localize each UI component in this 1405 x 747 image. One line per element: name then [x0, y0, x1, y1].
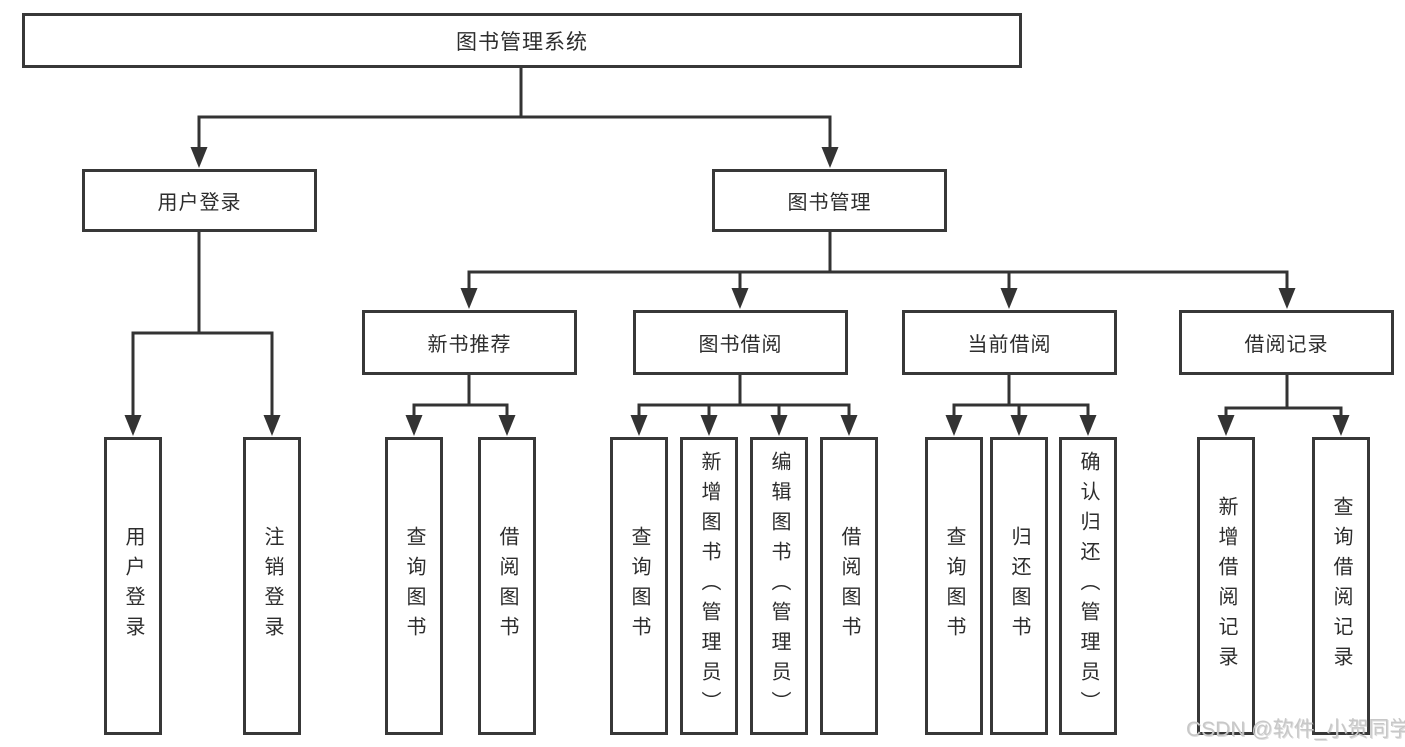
leaf-borrowing-edit-books-label: 编辑图书（管理员） [768, 451, 790, 721]
leaf-current-confirm-return: 确认归还（管理员） [1059, 437, 1117, 735]
node-root: 图书管理系统 [22, 13, 1022, 68]
leaf-records-query-record-label: 查询借阅记录 [1330, 496, 1352, 676]
leaf-borrowing-add-books-label: 新增图书（管理员） [698, 451, 720, 721]
leaf-borrowing-query-books: 查询图书 [610, 437, 668, 735]
leaf-logout-label: 注销登录 [261, 526, 283, 646]
node-borrowing-records-label: 借阅记录 [1244, 334, 1329, 356]
node-user-login: 用户登录 [82, 169, 317, 232]
leaf-user-login: 用户登录 [104, 437, 162, 735]
leaf-borrowing-query-books-label: 查询图书 [628, 526, 650, 646]
node-new-book-recommend: 新书推荐 [362, 310, 577, 375]
leaf-current-query-books: 查询图书 [925, 437, 983, 735]
leaf-borrowing-add-books: 新增图书（管理员） [680, 437, 738, 735]
leaf-records-add-record-label: 新增借阅记录 [1215, 496, 1237, 676]
leaf-recommend-query-books-label: 查询图书 [403, 526, 425, 646]
leaf-current-return-books: 归还图书 [990, 437, 1048, 735]
node-current-borrowing: 当前借阅 [902, 310, 1117, 375]
leaf-records-add-record: 新增借阅记录 [1197, 437, 1255, 735]
leaf-recommend-query-books: 查询图书 [385, 437, 443, 735]
leaf-borrowing-edit-books: 编辑图书（管理员） [750, 437, 808, 735]
leaf-records-query-record: 查询借阅记录 [1312, 437, 1370, 735]
node-book-management-label: 图书管理 [787, 192, 872, 214]
node-book-management: 图书管理 [712, 169, 947, 232]
leaf-borrowing-borrow-books-label: 借阅图书 [838, 526, 860, 646]
leaf-current-query-books-label: 查询图书 [943, 526, 965, 646]
node-borrowing-records: 借阅记录 [1179, 310, 1394, 375]
leaf-recommend-borrow-books-label: 借阅图书 [496, 526, 518, 646]
leaf-recommend-borrow-books: 借阅图书 [478, 437, 536, 735]
leaf-current-confirm-return-label: 确认归还（管理员） [1077, 451, 1099, 721]
node-book-borrowing: 图书借阅 [633, 310, 848, 375]
node-user-login-label: 用户登录 [157, 192, 242, 214]
leaf-user-login-label: 用户登录 [122, 526, 144, 646]
csdn-watermark: CSDN @软件_小贺同学 [1186, 718, 1405, 741]
leaf-borrowing-borrow-books: 借阅图书 [820, 437, 878, 735]
leaf-current-return-books-label: 归还图书 [1008, 526, 1030, 646]
node-new-book-recommend-label: 新书推荐 [427, 334, 512, 356]
node-root-label: 图书管理系统 [456, 30, 588, 54]
leaf-logout: 注销登录 [243, 437, 301, 735]
node-book-borrowing-label: 图书借阅 [698, 334, 783, 356]
node-current-borrowing-label: 当前借阅 [967, 334, 1052, 356]
